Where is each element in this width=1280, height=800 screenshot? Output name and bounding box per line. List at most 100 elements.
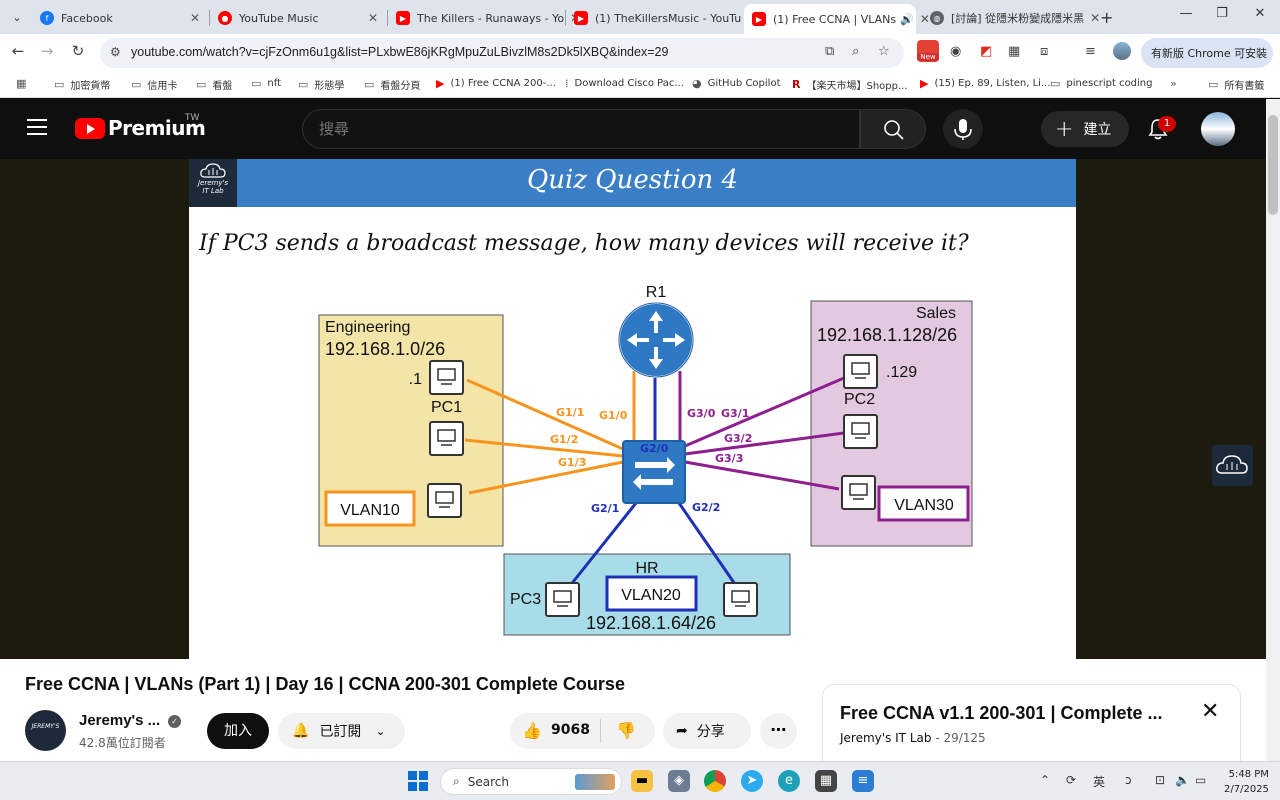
- bookmark-pattern[interactable]: ▭形態學: [298, 78, 345, 92]
- bookmark-chart-tabs[interactable]: ▭看盤分頁: [364, 78, 421, 92]
- channel-avatar[interactable]: JEREMY'S: [25, 710, 66, 751]
- tab-killers-music[interactable]: ▶ (1) TheKillersMusic - YouTu ✕: [566, 4, 757, 32]
- close-tab-icon[interactable]: ✕: [919, 12, 930, 26]
- dislike-icon[interactable]: 👎: [616, 721, 636, 740]
- hr-label: HR: [635, 560, 658, 577]
- cloud-logo-icon: [200, 163, 226, 178]
- bookmark-crypto[interactable]: ▭加密貨幣: [54, 78, 111, 92]
- scrollbar-thumb[interactable]: [1268, 115, 1278, 215]
- site-info-icon[interactable]: ⚙: [110, 45, 121, 59]
- edge-icon[interactable]: e: [778, 770, 800, 792]
- bookmark-cisco[interactable]: ⁞Download Cisco Pac...: [565, 77, 684, 90]
- close-tab-icon[interactable]: ✕: [1090, 11, 1101, 25]
- playlist-title[interactable]: Free CCNA v1.1 200-301 | Complete ...: [840, 703, 1163, 723]
- windows-taskbar: ⌕ Search ▬ ◈ ➤ e ▦ ≡ ⌃ ⟳ 英 ↄ ⊡ 🔈 ▭ 5:48 …: [0, 761, 1280, 800]
- port-g1-2-label: G1/2: [550, 433, 578, 446]
- tab-strip: ⌄ f Facebook ✕ ● YouTube Music ✕ ▶ The K…: [0, 0, 1280, 34]
- extension-icon[interactable]: ◉: [950, 44, 962, 59]
- create-button[interactable]: + 建立: [1041, 111, 1129, 147]
- channel-name[interactable]: Jeremy's ...: [79, 712, 161, 729]
- windows-start-icon[interactable]: [408, 771, 428, 791]
- search-button[interactable]: [860, 109, 926, 149]
- forward-icon[interactable]: →: [40, 42, 54, 60]
- tab-facebook[interactable]: f Facebook ✕: [32, 4, 208, 32]
- playlist-channel[interactable]: Jeremy's IT Lab: [840, 731, 932, 745]
- battery-icon[interactable]: ▭: [1195, 773, 1207, 787]
- bookmark-star-icon[interactable]: ☆: [878, 44, 890, 59]
- file-explorer-icon[interactable]: ▬: [631, 770, 653, 792]
- bookmark-pinescript[interactable]: ▭pinescript coding: [1050, 77, 1153, 90]
- bookmark-ep89[interactable]: ▶(15) Ep. 89, Listen, Li...: [920, 77, 1051, 90]
- more-bookmarks-icon[interactable]: »: [1170, 77, 1177, 90]
- bookmark-github-copilot[interactable]: ◕GitHub Copilot: [692, 77, 781, 90]
- extension-flag-icon[interactable]: ◩: [980, 44, 993, 59]
- tab-youtube-music[interactable]: ● YouTube Music ✕: [210, 4, 386, 32]
- close-tab-icon[interactable]: ✕: [189, 11, 200, 25]
- bookmark-free-ccna[interactable]: ▶(1) Free CCNA 200-...: [436, 77, 556, 90]
- tab-search-chevron-icon[interactable]: ⌄: [12, 10, 22, 24]
- system-clock[interactable]: 5:48 PM 2/7/2025: [1224, 767, 1269, 797]
- bookmark-credit-card[interactable]: ▭信用卡: [131, 78, 178, 92]
- zoom-icon[interactable]: ⌕: [852, 44, 860, 59]
- close-window-icon[interactable]: ✕: [1254, 6, 1266, 21]
- close-tab-icon[interactable]: ✕: [367, 11, 378, 25]
- extension-grid-icon[interactable]: ▦: [1008, 44, 1021, 59]
- share-button[interactable]: ➦ 分享: [663, 713, 751, 749]
- restore-icon[interactable]: ❐: [1216, 6, 1228, 21]
- video-player[interactable]: Jeremy's IT Lab Quiz Question 4 If PC3 s…: [0, 159, 1266, 659]
- ime-mode-icon[interactable]: ↄ: [1125, 773, 1132, 787]
- pc2-label: PC2: [844, 391, 875, 408]
- apps-grid-icon[interactable]: ▦: [16, 77, 27, 90]
- media-control-icon[interactable]: ≡: [1085, 44, 1096, 59]
- youtube-brand[interactable]: Premium: [108, 116, 206, 140]
- minimize-icon[interactable]: —: [1179, 6, 1193, 21]
- channel-watermark[interactable]: [1212, 445, 1253, 486]
- address-bar[interactable]: ⚙ youtube.com/watch?v=cjFzOnm6u1g&list=P…: [100, 38, 904, 68]
- chrome-update-button[interactable]: 有新版 Chrome 可安裝: [1141, 38, 1273, 68]
- search-box[interactable]: [302, 109, 860, 149]
- bookmark-nft[interactable]: ▭nft: [251, 77, 282, 90]
- new-tab-icon[interactable]: +: [1100, 8, 1114, 27]
- bookmark-chart[interactable]: ▭看盤: [196, 78, 233, 92]
- join-button[interactable]: 加入: [207, 713, 269, 749]
- account-avatar[interactable]: [1201, 112, 1235, 146]
- link-g3-2: [684, 431, 845, 456]
- tab-killers-runaways[interactable]: ▶ The Killers - Runaways - Yo ✕: [388, 4, 580, 32]
- bookmark-rakuten[interactable]: R【楽天市場】Shopp...: [792, 78, 908, 92]
- cloud-watermark-icon: [1216, 455, 1248, 474]
- cast-icon[interactable]: ⧉: [825, 44, 835, 59]
- extension-new-icon[interactable]: New: [917, 40, 939, 62]
- network-icon[interactable]: ⊡: [1155, 773, 1166, 787]
- chrome-icon[interactable]: [704, 770, 726, 792]
- profile-avatar[interactable]: [1113, 42, 1131, 60]
- extensions-puzzle-icon[interactable]: ⧈: [1040, 44, 1049, 59]
- taskbar-search[interactable]: ⌕ Search: [440, 768, 622, 795]
- port-g3-1-label: G3/1: [721, 407, 749, 420]
- ime-indicator[interactable]: 英: [1093, 775, 1106, 789]
- all-bookmarks[interactable]: ▭所有書籤: [1208, 78, 1265, 92]
- tab-separator: [565, 10, 566, 26]
- search-input[interactable]: [319, 120, 819, 138]
- like-count[interactable]: 9068: [551, 722, 590, 738]
- page-scrollbar[interactable]: [1266, 99, 1280, 761]
- voice-search-button[interactable]: [943, 109, 983, 149]
- telegram-icon[interactable]: ➤: [741, 770, 763, 792]
- volume-icon[interactable]: 🔈: [1175, 773, 1190, 787]
- speaker-icon[interactable]: 🔊: [900, 12, 914, 26]
- reload-icon[interactable]: ↻: [71, 42, 85, 60]
- calculator-icon[interactable]: ▦: [815, 770, 837, 792]
- notepad-icon[interactable]: ≡: [852, 770, 874, 792]
- more-actions-icon[interactable]: ⋯: [760, 713, 797, 749]
- app-icon[interactable]: ◈: [668, 770, 690, 792]
- youtube-logo-icon[interactable]: [75, 118, 105, 139]
- subscribed-button[interactable]: 🔔 已訂閱 ⌄: [278, 713, 405, 749]
- back-icon[interactable]: ←: [11, 42, 25, 60]
- sync-icon[interactable]: ⟳: [1066, 773, 1077, 787]
- url-text[interactable]: youtube.com/watch?v=cjFzOnm6u1g&list=PLx…: [131, 45, 669, 59]
- tab-free-ccna[interactable]: ▶ (1) Free CCNA | VLANs 🔊 ✕: [744, 4, 930, 34]
- close-playlist-icon[interactable]: ✕: [1201, 699, 1220, 724]
- tab-discussion[interactable]: ◍ [討論] 從隱米粉變成隱米黑 ✕: [922, 4, 1101, 32]
- like-icon[interactable]: 👍: [522, 721, 542, 740]
- tray-chevron-up-icon[interactable]: ⌃: [1040, 773, 1051, 787]
- menu-icon[interactable]: [27, 119, 47, 135]
